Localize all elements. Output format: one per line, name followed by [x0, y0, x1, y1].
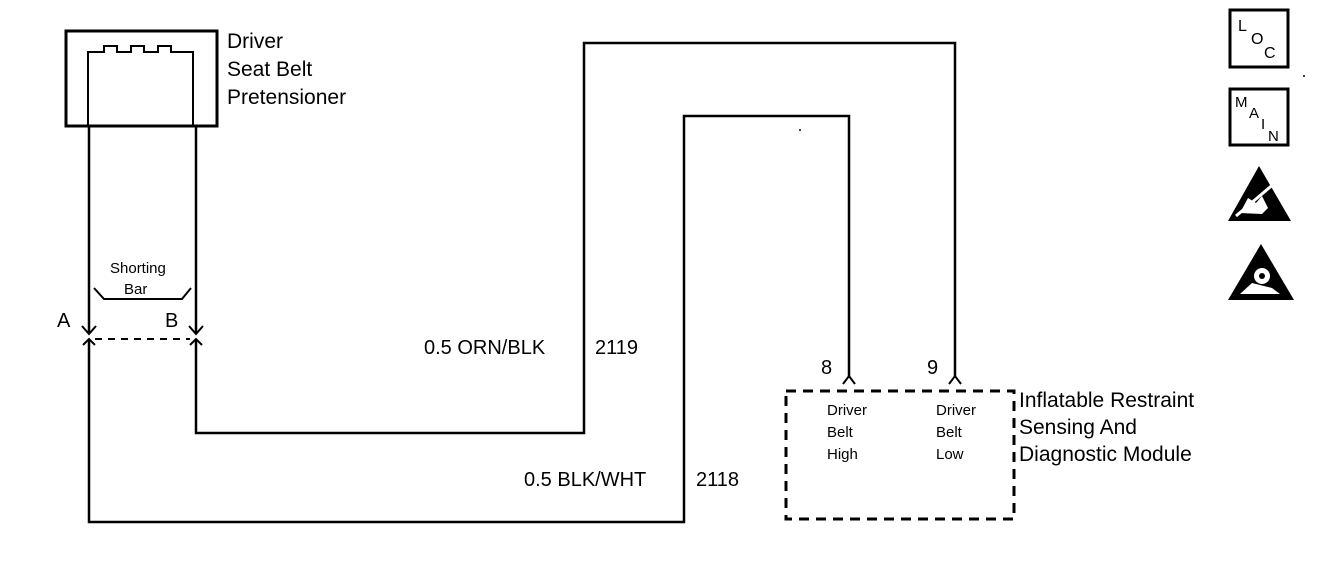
- esd-warning-icon[interactable]: [1228, 166, 1291, 221]
- pin-9-label-line3: Low: [936, 446, 964, 463]
- pretensioner-title-line2: Seat Belt: [227, 58, 312, 81]
- loc-letter-l: L: [1238, 18, 1247, 35]
- pin-8-label-line3: High: [827, 446, 858, 463]
- pin-8-number: 8: [821, 357, 832, 379]
- pretensioner-component: Driver Seat Belt Pretensioner: [64, 29, 346, 128]
- airbag-inner-dot: [1259, 273, 1265, 279]
- terminal-a-label: A: [57, 310, 71, 332]
- wire-2119-orn-blk: [194, 41, 957, 435]
- scan-speck-2: [1303, 75, 1305, 77]
- main-letter-m: M: [1235, 94, 1248, 111]
- shorting-bar-label-line2: Bar: [124, 281, 147, 298]
- loc-letter-o: O: [1251, 31, 1263, 48]
- main-letter-i: I: [1261, 116, 1265, 133]
- module-title-line3: Diagnostic Module: [1019, 443, 1192, 466]
- esd-hand-symbol: [1240, 196, 1268, 214]
- pin-9-label-line1: Driver: [936, 402, 976, 419]
- pretensioner-connector-shape: [87, 45, 194, 126]
- airbag-warning-icon[interactable]: [1228, 244, 1294, 300]
- wire-2118-blk-wht: [87, 114, 851, 524]
- wire-lower-circuit: 2118: [696, 469, 739, 491]
- pin-9-number: 9: [927, 357, 938, 379]
- wire-lower-label: 0.5 BLK/WHT: [524, 469, 646, 491]
- main-letter-n: N: [1268, 128, 1279, 145]
- terminal-b-label: B: [165, 310, 178, 332]
- pin-8-label-line2: Belt: [827, 424, 854, 441]
- airbag-body-symbol: [1240, 283, 1280, 294]
- shorting-bar-bracket: [93, 287, 192, 300]
- module-title-line2: Sensing And: [1019, 416, 1137, 439]
- scan-speck-1: [799, 129, 801, 131]
- main-letter-a: A: [1249, 105, 1259, 122]
- loc-button-frame: [1228, 8, 1290, 69]
- loc-letter-c: C: [1264, 45, 1276, 62]
- pretensioner-box: [64, 29, 219, 128]
- module-title-line1: Inflatable Restraint: [1019, 389, 1194, 412]
- pin-8-label-line1: Driver: [827, 402, 867, 419]
- pin-8-chevron: [842, 374, 856, 385]
- pin-9-label-line2: Belt: [936, 424, 963, 441]
- wire-upper-circuit: 2119: [595, 337, 638, 359]
- pin-9-chevron: [948, 374, 962, 385]
- shorting-bar-label-line1: Shorting: [110, 260, 166, 277]
- pretensioner-title-line3: Pretensioner: [227, 86, 346, 109]
- esd-slash: [1235, 180, 1277, 218]
- wire-upper-label: 0.5 ORN/BLK: [424, 337, 546, 359]
- main-button[interactable]: M A I N: [1228, 87, 1290, 147]
- sdm-module-box: [784, 389, 1016, 521]
- main-button-frame: [1228, 87, 1290, 147]
- loc-button[interactable]: L O C: [1228, 8, 1290, 69]
- connector-ab: A B Shorting Bar: [57, 260, 204, 346]
- pretensioner-title-line1: Driver: [227, 30, 283, 53]
- sdm-module: 8 9 Driver Belt High Driver Belt Low Inf…: [784, 357, 1194, 521]
